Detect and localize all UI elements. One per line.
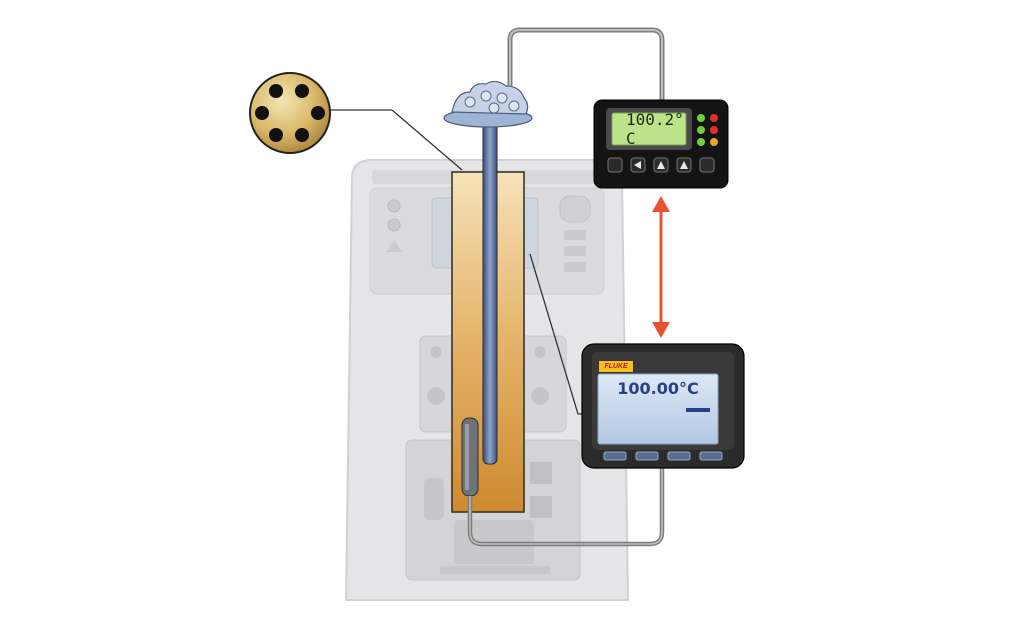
led-green-icon [697, 126, 705, 134]
soft-key-4[interactable] [699, 451, 723, 461]
reference-lcd [597, 373, 719, 445]
controller-display-value: 100.2° C [626, 110, 684, 148]
reference-display-value: 100.00°C [617, 378, 699, 398]
soft-key-2[interactable] [635, 451, 659, 461]
reference-thermometer [581, 343, 745, 469]
led-green-icon [697, 114, 705, 122]
temperature-controller [593, 99, 729, 189]
led-green-icon [697, 138, 705, 146]
block-holes-detail-icon [249, 72, 331, 154]
led-amber-icon [710, 138, 718, 146]
led-red-icon [710, 114, 718, 122]
controller-cable [507, 27, 665, 104]
fluke-logo: FLUKE [598, 360, 634, 373]
led-red-icon [710, 126, 718, 134]
communication-arrow-icon [652, 196, 670, 338]
control-probe-rod [482, 115, 498, 465]
soft-key-1[interactable] [603, 451, 627, 461]
rectangle-button[interactable] [699, 157, 715, 173]
reference-probe [461, 417, 479, 497]
probe-head-icon [443, 80, 533, 128]
controller-lcd [611, 112, 687, 146]
rectangle-button[interactable] [607, 157, 623, 173]
soft-key-3[interactable] [667, 451, 691, 461]
